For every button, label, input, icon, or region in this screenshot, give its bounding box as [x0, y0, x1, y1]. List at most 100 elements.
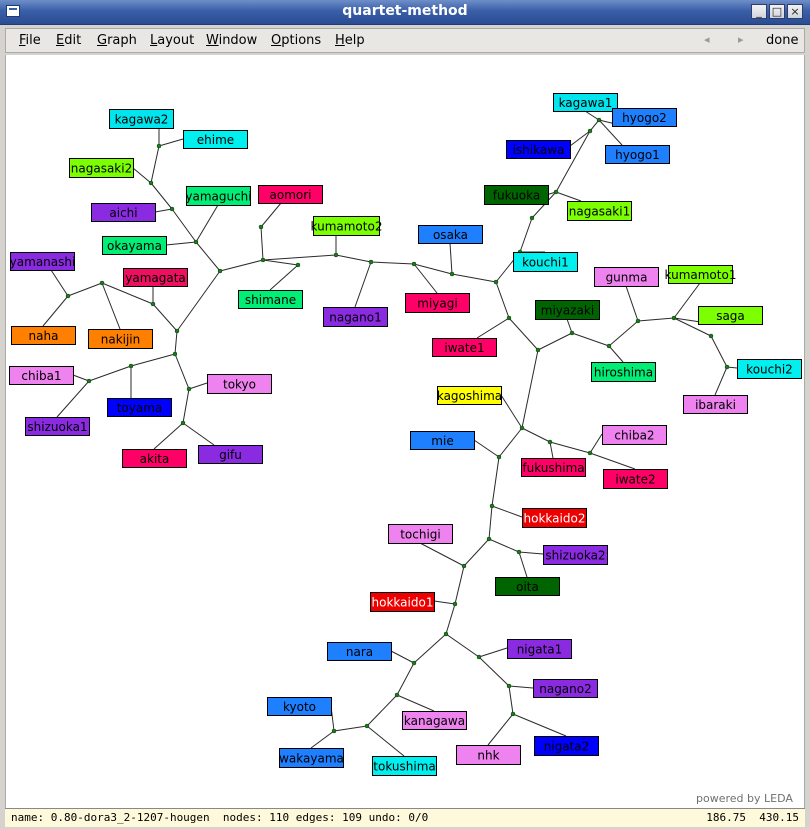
leaf-box[interactable]: [410, 431, 475, 450]
leaf-box[interactable]: [507, 639, 572, 659]
tree-node[interactable]: [596, 117, 602, 123]
leaf-node-nagasaki2[interactable]: nagasaki2: [69, 158, 134, 178]
tree-node[interactable]: [99, 280, 105, 286]
leaf-box[interactable]: [102, 236, 167, 255]
tree-node[interactable]: [169, 206, 175, 212]
menu-window[interactable]: Window: [206, 33, 258, 48]
leaf-node-osaka[interactable]: osaka: [418, 225, 483, 244]
leaf-node-hiroshima[interactable]: hiroshima: [591, 362, 656, 382]
leaf-box[interactable]: [553, 93, 618, 112]
leaf-node-kagawa1[interactable]: kagawa1: [553, 93, 618, 112]
tree-node[interactable]: [411, 261, 417, 267]
leaf-node-nara[interactable]: nara: [327, 642, 392, 661]
leaf-box[interactable]: [198, 445, 263, 464]
leaf-box[interactable]: [370, 592, 435, 612]
tree-node[interactable]: [516, 549, 522, 555]
tree-node[interactable]: [452, 601, 458, 607]
leaf-box[interactable]: [11, 326, 76, 345]
leaf-box[interactable]: [513, 252, 578, 272]
leaf-box[interactable]: [402, 711, 467, 730]
tree-node[interactable]: [156, 143, 162, 149]
leaf-node-aichi[interactable]: aichi: [91, 203, 156, 222]
leaf-node-gunma[interactable]: gunma: [594, 267, 659, 287]
leaf-box[interactable]: [107, 398, 172, 417]
leaf-node-nagasaki1[interactable]: nagasaki1: [567, 201, 632, 221]
leaf-box[interactable]: [91, 203, 156, 222]
leaf-box[interactable]: [612, 108, 677, 127]
tree-node[interactable]: [394, 692, 400, 698]
leaf-node-kouchi2[interactable]: kouchi2: [737, 359, 802, 379]
leaf-box[interactable]: [186, 186, 251, 206]
tree-node[interactable]: [493, 279, 499, 285]
maximize-icon[interactable]: □: [769, 4, 785, 19]
tree-node[interactable]: [449, 271, 455, 277]
leaf-node-tokushima[interactable]: tokushima: [372, 756, 437, 776]
leaf-box[interactable]: [183, 130, 248, 149]
leaf-node-nigata2[interactable]: nigata2: [534, 736, 599, 756]
leaf-box[interactable]: [327, 642, 392, 661]
leaf-node-yamaguchi[interactable]: yamaguchi: [185, 186, 252, 206]
tree-node[interactable]: [606, 343, 612, 349]
tree-node[interactable]: [174, 328, 180, 334]
leaf-box[interactable]: [605, 145, 670, 164]
leaf-node-naha[interactable]: naha: [11, 326, 76, 345]
leaf-box[interactable]: [737, 359, 802, 379]
tree-node[interactable]: [86, 378, 92, 384]
leaf-node-iwate2[interactable]: iwate2: [603, 469, 668, 489]
leaf-box[interactable]: [535, 300, 600, 320]
tree-node[interactable]: [476, 654, 482, 660]
tree-node[interactable]: [553, 189, 559, 195]
leaf-node-tochigi[interactable]: tochigi: [388, 524, 453, 544]
done-button[interactable]: done: [766, 33, 799, 48]
tree-node[interactable]: [128, 363, 134, 369]
tree-node[interactable]: [489, 503, 495, 509]
leaf-box[interactable]: [123, 268, 188, 287]
leaf-box[interactable]: [594, 267, 659, 287]
tree-node[interactable]: [506, 683, 512, 689]
leaf-node-chiba2[interactable]: chiba2: [602, 425, 667, 445]
tree-node[interactable]: [333, 252, 339, 258]
tree-node[interactable]: [569, 330, 575, 336]
leaf-node-hokkaido1[interactable]: hokkaido1: [370, 592, 435, 612]
leaf-box[interactable]: [122, 449, 187, 468]
leaf-box[interactable]: [313, 216, 380, 236]
tree-node[interactable]: [368, 259, 374, 265]
tree-node[interactable]: [535, 347, 541, 353]
leaf-node-shizuoka1[interactable]: shizuoka1: [25, 417, 90, 436]
leaf-box[interactable]: [591, 362, 656, 382]
forward-arrow-icon[interactable]: ▸: [738, 33, 744, 46]
leaf-node-kyoto[interactable]: kyoto: [267, 697, 332, 716]
leaf-box[interactable]: [279, 748, 344, 768]
leaf-node-toyama[interactable]: toyama: [107, 398, 172, 417]
leaf-box[interactable]: [238, 290, 303, 309]
leaf-box[interactable]: [603, 469, 668, 489]
leaf-box[interactable]: [10, 252, 75, 271]
leaf-node-hyogo1[interactable]: hyogo1: [605, 145, 670, 164]
leaf-box[interactable]: [484, 185, 549, 205]
leaf-node-nigata1[interactable]: nigata1: [507, 639, 572, 659]
leaf-box[interactable]: [388, 524, 453, 544]
leaf-node-tokyo[interactable]: tokyo: [207, 374, 272, 394]
tree-node[interactable]: [496, 454, 502, 460]
tree-node[interactable]: [411, 660, 417, 666]
tree-node[interactable]: [486, 536, 492, 542]
window-menu-icon[interactable]: [6, 5, 20, 17]
leaf-node-kagawa2[interactable]: kagawa2: [109, 109, 174, 129]
leaf-node-fukushima[interactable]: fukushima: [521, 458, 586, 477]
leaf-box[interactable]: [543, 545, 608, 565]
leaf-node-nakijin[interactable]: nakijin: [88, 329, 153, 349]
tree-node[interactable]: [461, 563, 467, 569]
tree-node[interactable]: [635, 318, 641, 324]
leaf-box[interactable]: [683, 395, 748, 414]
leaf-box[interactable]: [437, 386, 502, 405]
leaf-node-yamagata[interactable]: yamagata: [123, 268, 188, 287]
leaf-box[interactable]: [88, 329, 153, 349]
leaf-box[interactable]: [69, 158, 134, 178]
leaf-box[interactable]: [495, 577, 560, 596]
menu-layout[interactable]: Layout: [150, 33, 195, 48]
leaf-node-ibaraki[interactable]: ibaraki: [683, 395, 748, 414]
leaf-node-ehime[interactable]: ehime: [183, 130, 248, 149]
leaf-box[interactable]: [9, 366, 74, 385]
tree-node[interactable]: [258, 224, 264, 230]
leaf-box[interactable]: [567, 201, 632, 221]
